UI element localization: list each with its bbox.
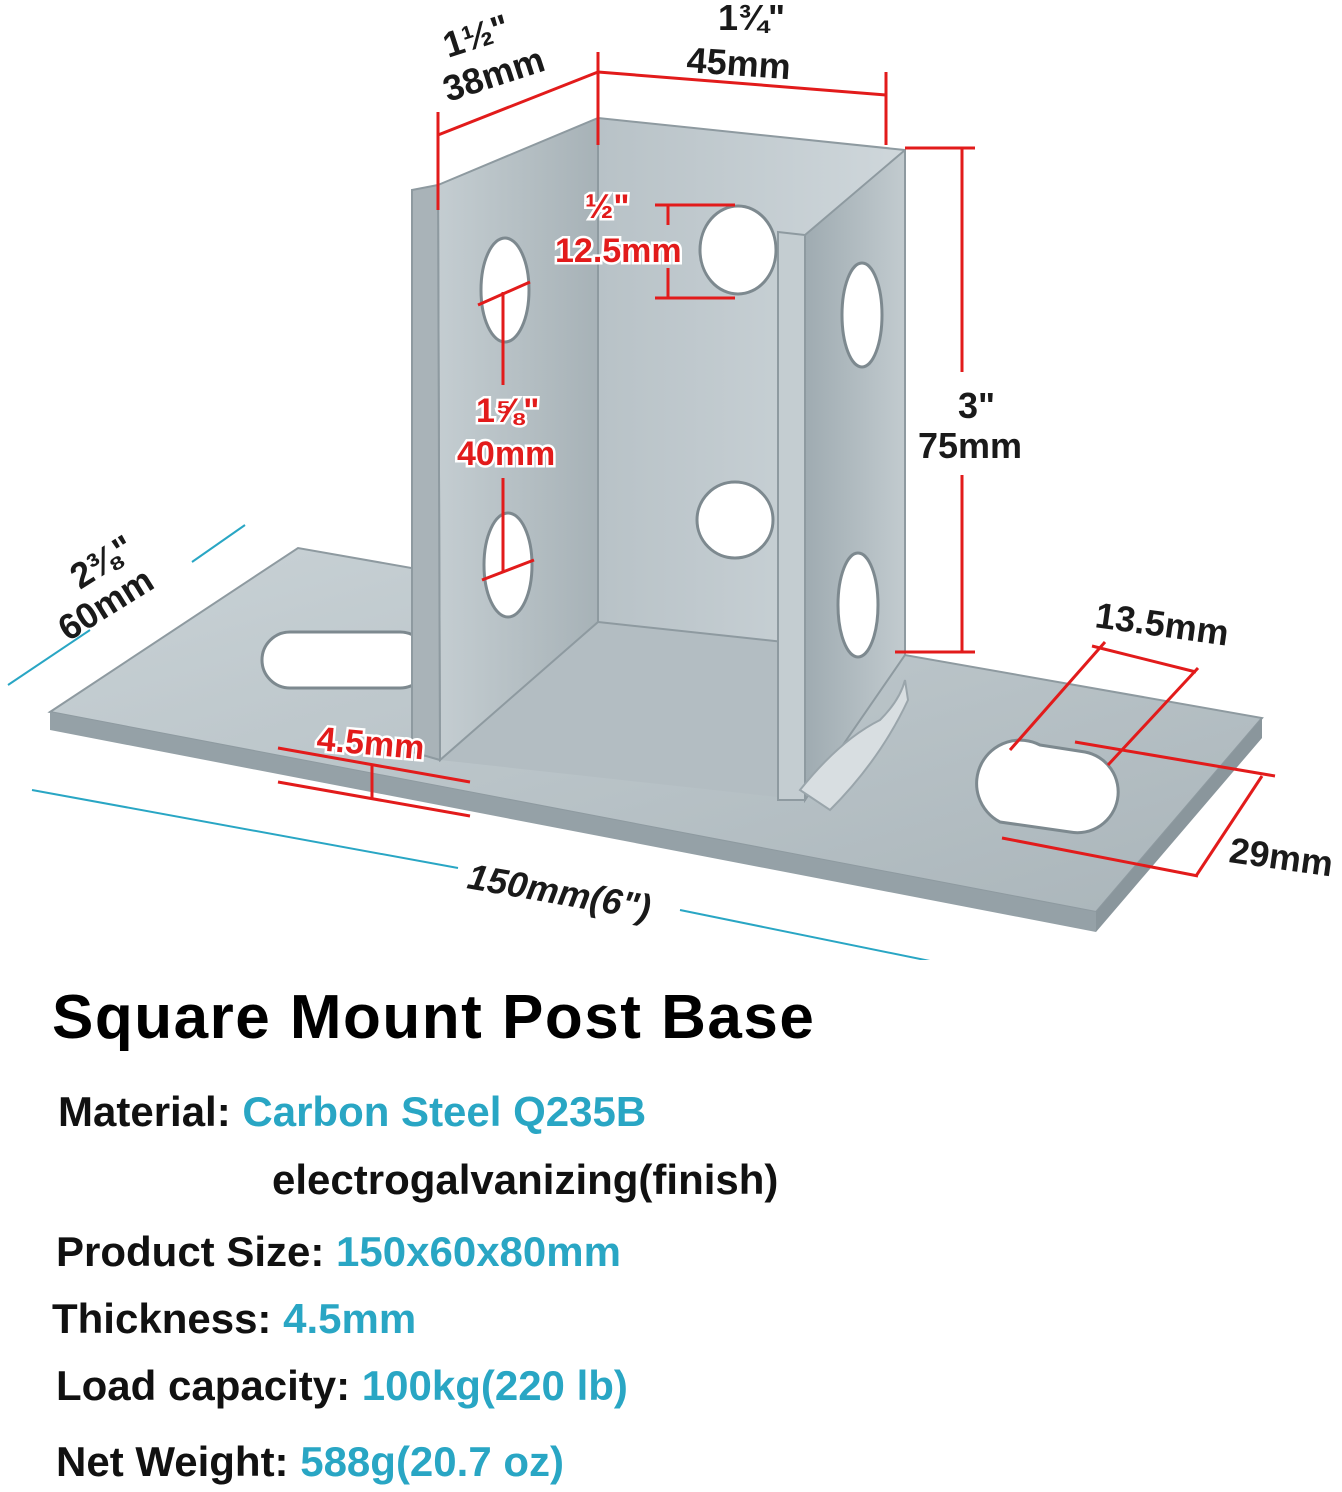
dim-top-right-mm: 45mm xyxy=(685,39,792,87)
product-title: Square Mount Post Base xyxy=(52,983,816,1052)
spec-weight: Net Weight: 588g(20.7 oz) xyxy=(56,1438,564,1486)
dim-hole-mm: 12.5mm xyxy=(555,232,682,270)
dim-hole-spacing-mm: 40mm xyxy=(457,435,555,473)
dim-hole-spacing-inch: 1⅝" xyxy=(476,392,539,430)
dim-height-inch: 3" xyxy=(958,385,995,426)
post-base-diagram: 1½" 38mm 1¾" 45mm ½" 12.5mm 1⅝" 40mm 3" … xyxy=(7,0,1336,960)
right-slot xyxy=(975,738,1120,835)
hole xyxy=(482,511,534,619)
spec-material: Material: Carbon Steel Q235B xyxy=(58,1088,646,1136)
spec-material-finish: electrogalvanizing(finish) xyxy=(272,1156,779,1203)
spec-weight-label: Net Weight: xyxy=(56,1438,289,1485)
hole xyxy=(840,261,884,369)
spec-thickness-label: Thickness: xyxy=(52,1295,272,1342)
dim-top-right-inch: 1¾" xyxy=(718,0,785,38)
spec-size: Product Size: 150x60x80mm xyxy=(56,1228,621,1276)
hole xyxy=(695,480,775,560)
dimension-labels: 1½" 38mm 1¾" 45mm ½" 12.5mm 1⅝" 40mm 3" … xyxy=(51,0,1336,928)
spec-size-value: 150x60x80mm xyxy=(336,1228,621,1275)
hole xyxy=(836,551,880,659)
spec-load-label: Load capacity: xyxy=(56,1362,351,1409)
dim-slot-width: 13.5mm xyxy=(1093,594,1231,653)
spec-weight-value: 588g(20.7 oz) xyxy=(300,1438,564,1485)
spec-size-label: Product Size: xyxy=(56,1228,325,1275)
hole xyxy=(479,236,531,344)
spec-material-label: Material: xyxy=(58,1088,231,1135)
spec-thickness-value: 4.5mm xyxy=(283,1295,417,1342)
dim-hole-inch: ½" xyxy=(585,188,629,226)
u-channel xyxy=(411,116,910,812)
dim-height-mm: 75mm xyxy=(918,425,1022,466)
spec-thickness: Thickness: 4.5mm xyxy=(52,1295,416,1343)
spec-load: Load capacity: 100kg(220 lb) xyxy=(56,1362,628,1410)
dim-slot-length: 29mm xyxy=(1227,829,1336,884)
hole xyxy=(698,204,778,296)
spec-material-finish-row: electrogalvanizing(finish) xyxy=(272,1156,778,1204)
spec-load-value: 100kg(220 lb) xyxy=(361,1362,628,1409)
dim-length: 150mm(6") xyxy=(465,856,654,929)
spec-material-value: Carbon Steel Q235B xyxy=(242,1088,647,1135)
dimension-lines xyxy=(7,52,1276,960)
left-slot xyxy=(260,630,430,690)
